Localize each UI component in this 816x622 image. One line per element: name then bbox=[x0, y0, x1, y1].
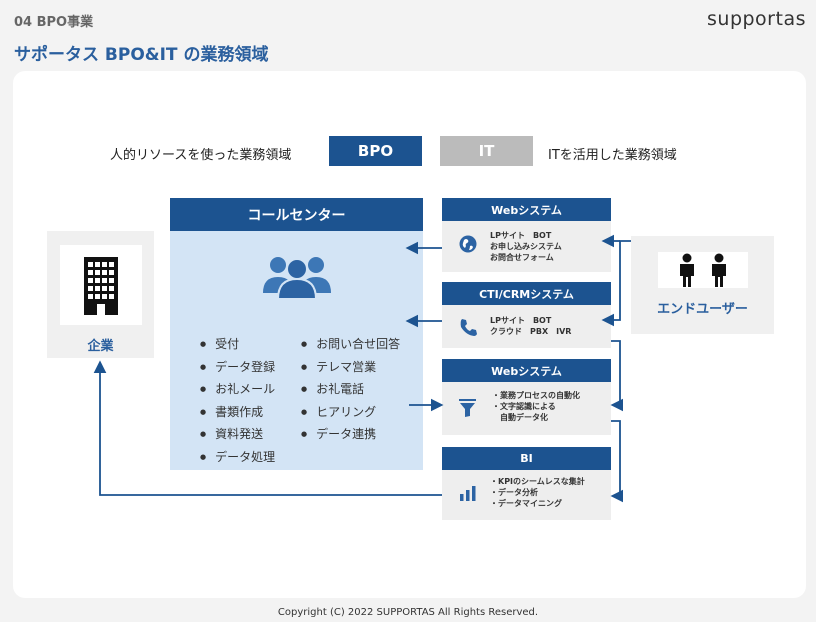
cti-crm-system-title: CTI/CRMシステム bbox=[442, 282, 611, 305]
call-center-title: コールセンター bbox=[170, 198, 423, 231]
arrow-cti-to-automation bbox=[610, 340, 623, 412]
system-line: お申し込みシステム bbox=[490, 242, 562, 251]
building-icon bbox=[83, 257, 118, 315]
task-item: お礼メール bbox=[200, 379, 275, 402]
tasks-right-list: お問い合せ回答 テレマ営業 お礼電話 ヒアリング データ連携 bbox=[301, 334, 400, 447]
task-item: 資料発送 bbox=[200, 424, 275, 447]
copyright-footer: Copyright (C) 2022 SUPPORTAS All Rights … bbox=[277, 607, 539, 618]
task-item: 受付 bbox=[200, 334, 275, 357]
system-line: ・データ分析 bbox=[490, 488, 538, 497]
arrow-enduser-to-cti bbox=[601, 240, 631, 327]
bar-chart-icon bbox=[460, 486, 476, 501]
users-icon-frame bbox=[657, 252, 748, 288]
tasks-left-list: 受付 データ登録 お礼メール 書類作成 資料発送 データ処理 bbox=[200, 334, 275, 470]
system-line: LPサイト BOT bbox=[490, 316, 552, 325]
end-user-label: エンドユーザー bbox=[657, 302, 748, 317]
system-line: LPサイト BOT bbox=[490, 231, 552, 240]
page-title: サポータス BPO&IT の業務領域 bbox=[14, 45, 269, 65]
system-line: クラウド PBX IVR bbox=[490, 327, 572, 336]
system-line: ・KPIのシームレスな集計 bbox=[490, 477, 585, 486]
operators-icon bbox=[263, 257, 331, 299]
it-legend-box: IT bbox=[440, 136, 533, 166]
section-label: 04 BPO事業 bbox=[14, 15, 94, 30]
cti-crm-system-box: CTI/CRMシステム LPサイト BOT クラウド PBX IVR bbox=[442, 282, 611, 348]
company-entity: 企業 bbox=[47, 231, 154, 358]
task-item: データ処理 bbox=[200, 447, 275, 470]
globe-icon bbox=[459, 235, 477, 253]
end-users-icon bbox=[679, 253, 726, 287]
system-line: ・データマイニング bbox=[490, 499, 562, 508]
phone-icon bbox=[460, 319, 477, 336]
it-description: ITを活用した業務領域 bbox=[548, 148, 677, 163]
bi-system-box: BI ・KPIのシームレスな集計 ・データ分析 ・データマイニング bbox=[442, 447, 611, 520]
brand-logo: supportas bbox=[707, 8, 806, 30]
bpo-description: 人的リソースを使った業務領域 bbox=[110, 148, 292, 163]
task-item: ヒアリング bbox=[301, 402, 400, 425]
task-item: データ登録 bbox=[200, 357, 275, 380]
system-line: ・文字認識による bbox=[492, 402, 556, 411]
funnel-icon bbox=[459, 399, 476, 417]
task-item: 書類作成 bbox=[200, 402, 275, 425]
bpo-legend-box: BPO bbox=[329, 136, 422, 166]
web-system-box: Webシステム LPサイト BOT お申し込みシステム お問合せフォーム bbox=[442, 198, 611, 272]
bi-system-title: BI bbox=[442, 447, 611, 470]
task-item: データ連携 bbox=[301, 424, 400, 447]
arrow-automation-to-bi bbox=[610, 420, 623, 503]
automation-system-title: Webシステム bbox=[442, 359, 611, 382]
system-line: お問合せフォーム bbox=[490, 253, 554, 262]
system-line: 自動データ化 bbox=[492, 413, 548, 422]
system-line: ・業務プロセスの自動化 bbox=[492, 391, 580, 400]
web-system-title: Webシステム bbox=[442, 198, 611, 221]
arrow-bi-to-company bbox=[93, 360, 442, 496]
task-item: お問い合せ回答 bbox=[301, 334, 400, 357]
task-item: お礼電話 bbox=[301, 379, 400, 402]
end-user-entity: エンドユーザー bbox=[631, 236, 774, 334]
task-item: テレマ営業 bbox=[301, 357, 400, 380]
company-label: 企業 bbox=[87, 339, 114, 354]
automation-system-box: Webシステム ・業務プロセスの自動化 ・文字認識による 自動データ化 bbox=[442, 359, 611, 435]
building-icon-frame bbox=[59, 245, 142, 325]
